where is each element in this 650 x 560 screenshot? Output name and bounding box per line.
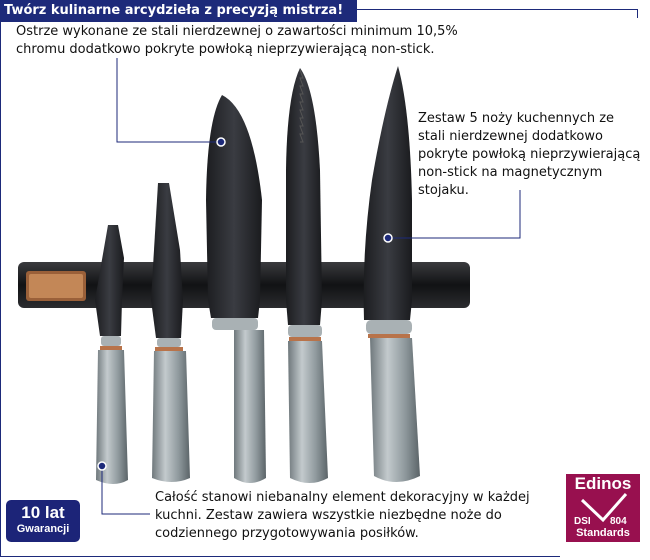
utility-knife	[151, 183, 190, 482]
warranty-years: 10 lat	[21, 503, 65, 522]
frame-line-top	[357, 9, 637, 10]
frame-line-right	[637, 9, 638, 18]
paring-knife	[95, 225, 128, 484]
bread-knife	[286, 68, 328, 483]
checkmark-icon	[580, 493, 628, 523]
frame-line-left	[0, 22, 1, 557]
edinos-number: 804	[610, 516, 627, 527]
edinos-standards-label: Standards	[576, 527, 630, 539]
edinos-certificate-badge: Edinos DSI 804 Standards	[566, 474, 640, 542]
callout-decorative-element: Całość stanowi niebanalny element dekora…	[155, 490, 530, 541]
santoku-knife	[206, 95, 266, 483]
callout-blade-material: Ostrze wykonane ze stali nierdzewnej o z…	[16, 24, 458, 57]
frame-line-bottom	[0, 556, 560, 557]
callout-leaders	[101, 58, 521, 515]
warranty-label: Gwarancji	[16, 523, 70, 535]
edinos-dsi-label: DSI	[574, 516, 591, 527]
page-title: Twórz kulinarne arcydzieła z precyzją mi…	[0, 0, 357, 22]
edinos-brand: Edinos	[574, 474, 632, 493]
chef-knife	[363, 66, 420, 482]
callout-set-description: Zestaw 5 noży kuchennych ze stali nierdz…	[418, 111, 641, 198]
callout-markers	[97, 137, 393, 471]
warranty-badge: 10 lat Gwarancji	[6, 500, 80, 542]
